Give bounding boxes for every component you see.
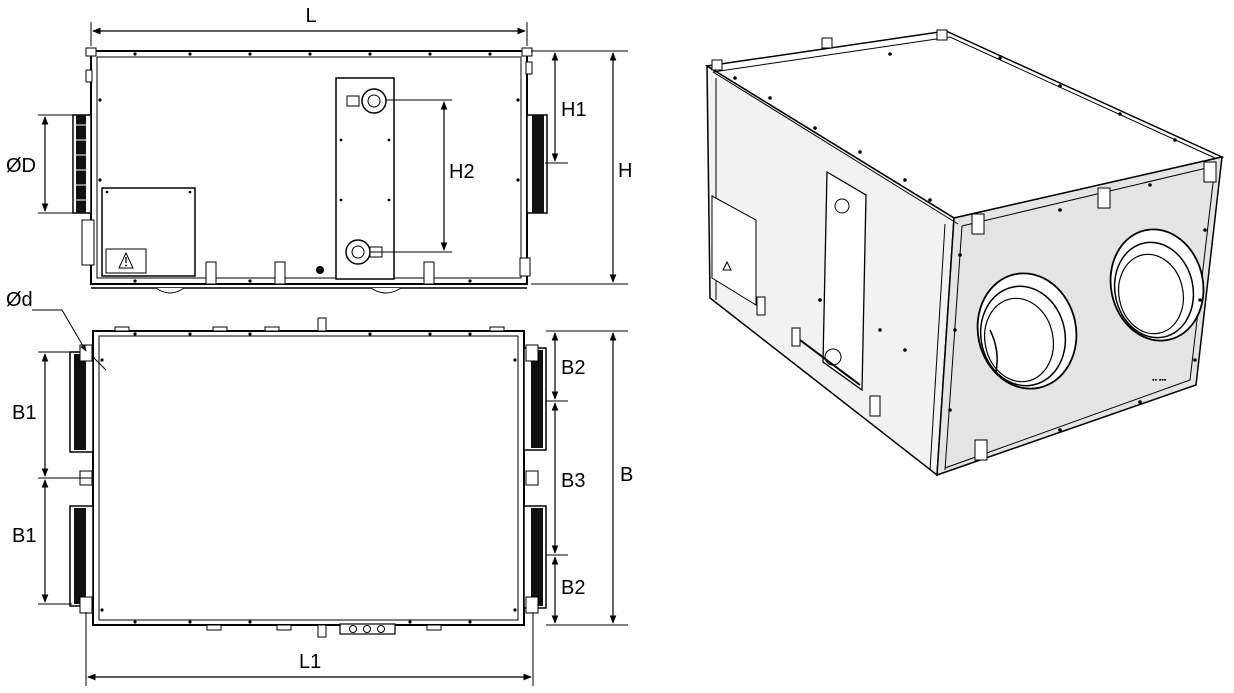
warning-triangle-icon bbox=[118, 251, 134, 269]
iso-spigot-2 bbox=[1109, 228, 1205, 342]
label-H2: H2 bbox=[449, 161, 475, 183]
electrical-box bbox=[101, 187, 196, 277]
dimension-L1: L1 bbox=[85, 612, 534, 686]
dimension-B: B bbox=[546, 330, 633, 626]
label-B1-upper: B1 bbox=[12, 402, 36, 424]
label-L1: L1 bbox=[299, 651, 321, 673]
dimension-H2: H2 bbox=[370, 99, 475, 253]
top-right-spigots bbox=[523, 344, 547, 614]
iso-spigot-1 bbox=[976, 272, 1078, 390]
isometric-view: ▪▪ ▪▪▪ bbox=[704, 29, 1225, 477]
label-L: L bbox=[305, 5, 316, 27]
dimension-H1: H1 bbox=[545, 52, 587, 164]
label-B2-upper: B2 bbox=[561, 357, 585, 379]
dimension-L: L bbox=[90, 5, 528, 46]
dimension-B1: B1 B1 bbox=[12, 351, 92, 605]
label-B1-lower: B1 bbox=[12, 525, 36, 547]
label-H: H bbox=[618, 160, 632, 182]
top-left-spigots bbox=[69, 344, 94, 614]
top-housing bbox=[92, 330, 525, 626]
water-coil-panel bbox=[335, 77, 395, 280]
top-view: Ød B1 B1 B2 B3 B2 bbox=[6, 289, 633, 686]
label-B: B bbox=[620, 464, 633, 486]
label-d: Ød bbox=[6, 289, 33, 311]
label-D: ØD bbox=[6, 155, 36, 177]
dimension-H: H bbox=[531, 50, 632, 285]
front-right-spigot bbox=[526, 114, 548, 214]
front-view: L H H1 H2 ØD bbox=[6, 5, 632, 294]
dimension-D: ØD bbox=[6, 114, 74, 214]
dimension-B2-B3: B2 B3 B2 bbox=[546, 330, 585, 626]
label-H1: H1 bbox=[561, 99, 587, 121]
label-B3: B3 bbox=[561, 470, 585, 492]
svg-text:▪▪ ▪▪▪: ▪▪ ▪▪▪ bbox=[1152, 377, 1167, 384]
dimension-d: Ød bbox=[6, 289, 107, 371]
label-B2-lower: B2 bbox=[561, 577, 585, 599]
front-left-spigot bbox=[72, 114, 92, 214]
